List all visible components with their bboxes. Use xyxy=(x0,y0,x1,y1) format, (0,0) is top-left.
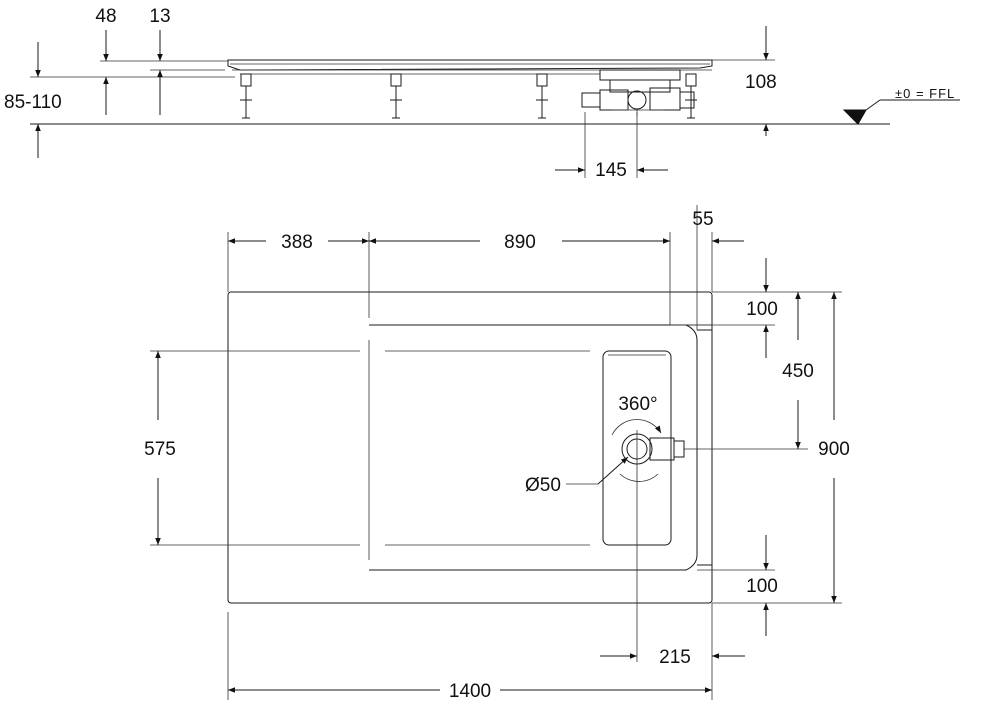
dim-48-label: 48 xyxy=(95,6,116,27)
dim-100-bottom-label: 100 xyxy=(746,576,778,597)
adjustable-feet xyxy=(240,73,697,119)
dim-450-label: 450 xyxy=(782,361,814,382)
tray-section xyxy=(227,59,713,75)
dim-900-label: 900 xyxy=(818,439,850,460)
dim-1400-label: 1400 xyxy=(449,681,491,702)
floor-level-marker: ±0 = FFL xyxy=(842,86,960,125)
ffl-label: ±0 = FFL xyxy=(895,86,955,101)
dim-145-label: 145 xyxy=(595,160,627,181)
dim-55-label: 55 xyxy=(692,209,713,230)
plan-view: 388 890 55 100 450 900 100 xyxy=(144,205,850,702)
tray-outline xyxy=(227,291,713,604)
dim-215-label: 215 xyxy=(659,647,691,668)
dim-575-label: 575 xyxy=(144,439,176,460)
dim-890-label: 890 xyxy=(504,232,536,253)
diameter-label: Ø50 xyxy=(525,475,561,496)
dim-85-110-label: 85-110 xyxy=(4,92,62,113)
rotation-label: 360° xyxy=(618,394,657,415)
dim-13-label: 13 xyxy=(149,6,170,27)
dim-108-label: 108 xyxy=(745,72,777,93)
dim-388-label: 388 xyxy=(281,232,313,253)
drain-outlet xyxy=(611,419,700,662)
drain-assembly xyxy=(581,69,695,116)
dim-100-top-label: 100 xyxy=(746,299,778,320)
inner-basin xyxy=(369,324,698,571)
section-view: 48 13 85-110 108 ±0 = FFL 145 xyxy=(4,6,960,181)
